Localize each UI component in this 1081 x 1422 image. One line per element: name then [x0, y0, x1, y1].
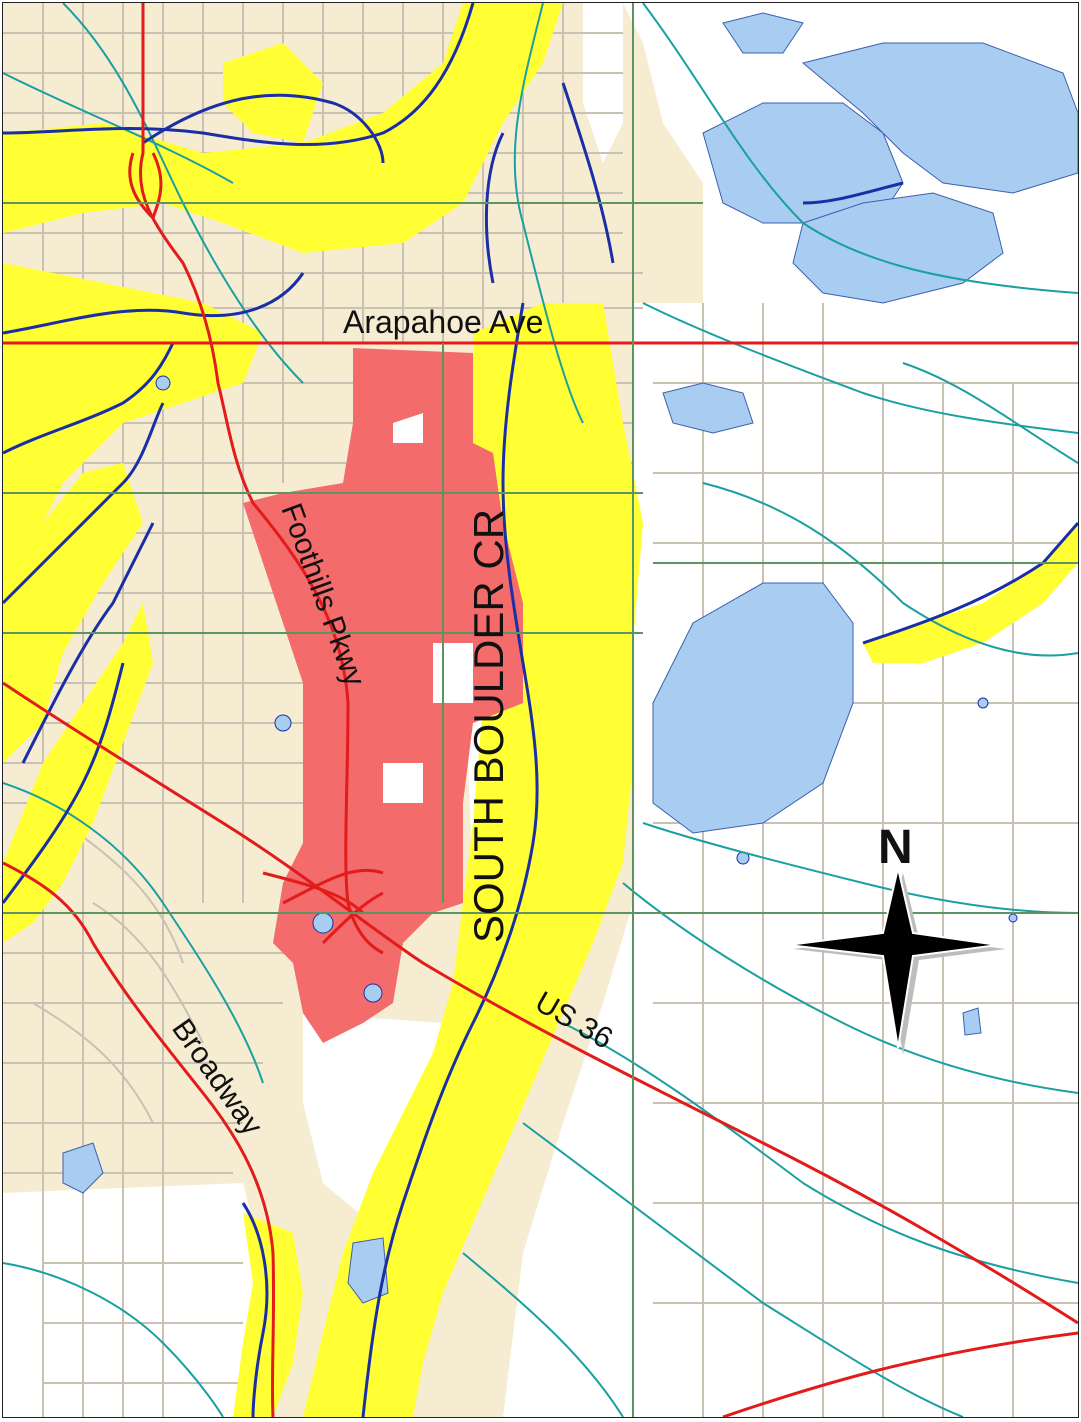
road-label-arapahoe: Arapahoe Ave	[343, 304, 543, 340]
stream	[3, 3, 1078, 1417]
major-road	[3, 3, 1078, 1417]
north-label: N	[878, 821, 913, 874]
water-body	[62, 12, 1078, 1304]
north-arrow-icon	[787, 867, 1006, 1055]
creek-label: SOUTH BOULDER CR	[465, 509, 512, 943]
floodplain-500yr	[243, 348, 523, 1043]
ditch	[3, 3, 1078, 1417]
